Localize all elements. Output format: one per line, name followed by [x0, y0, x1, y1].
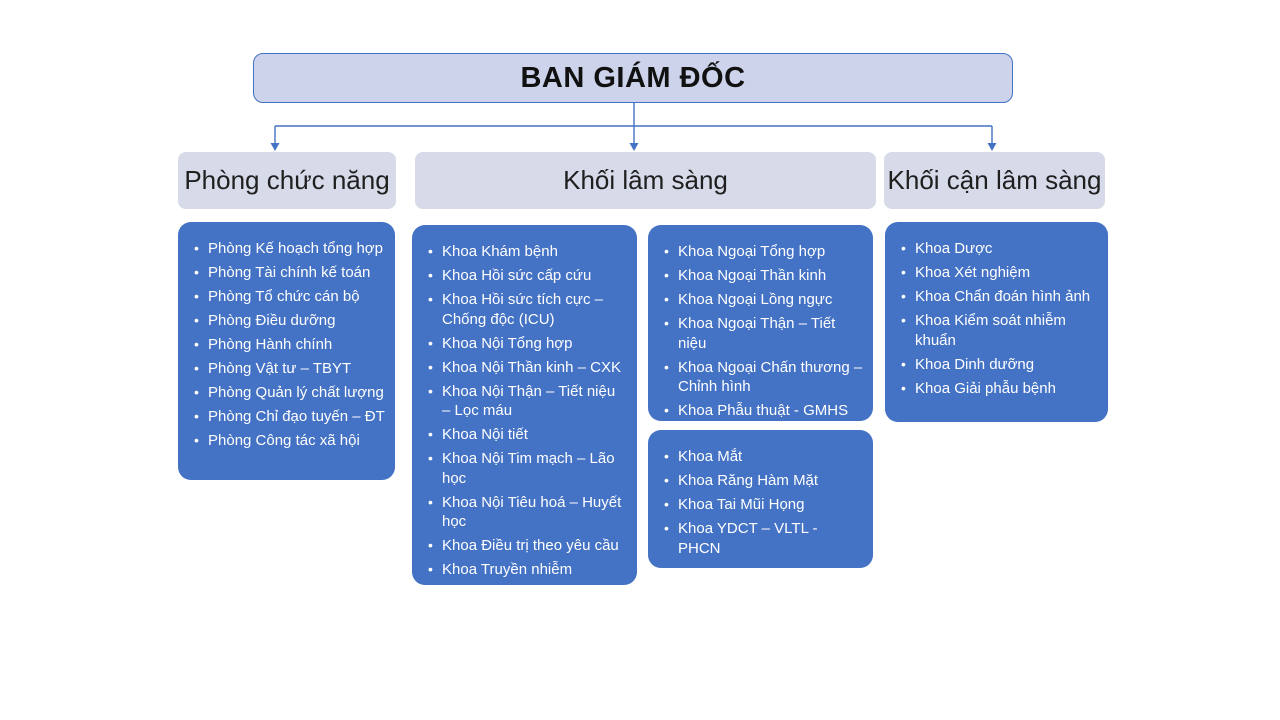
- list-item: Khoa Mắt: [662, 447, 863, 467]
- list-item: Khoa Tai Mũi Họng: [662, 495, 863, 515]
- list-item: Khoa YDCT – VLTL - PHCN: [662, 519, 863, 558]
- list-item: Khoa Nội Tiêu hoá – Huyết học: [426, 493, 627, 532]
- list-item: Khoa Nội Thận – Tiết niệu – Lọc máu: [426, 382, 627, 421]
- list-item: Khoa Xét nghiệm: [899, 263, 1098, 283]
- list-item: Khoa Điều trị theo yêu cầu: [426, 536, 627, 556]
- list-item: Khoa Hồi sức tích cực – Chống độc (ICU): [426, 290, 627, 329]
- list-item: Phòng Kế hoạch tổng hợp: [192, 239, 385, 259]
- dept-list: Khoa MắtKhoa Răng Hàm MặtKhoa Tai Mũi Họ…: [662, 447, 863, 558]
- list-item: Khoa Chẩn đoán hình ảnh: [899, 287, 1098, 307]
- dept-list-box-lam-sang-chuyen-khoa: Khoa MắtKhoa Răng Hàm MặtKhoa Tai Mũi Họ…: [648, 430, 873, 568]
- list-item: Phòng Tài chính kế toán: [192, 263, 385, 283]
- list-item: Khoa Khám bệnh: [426, 242, 627, 262]
- list-item: Phòng Hành chính: [192, 335, 385, 355]
- dept-list-box-lam-sang-ngoai: Khoa Ngoại Tổng hợpKhoa Ngoại Thần kinhK…: [648, 225, 873, 421]
- arrowhead-icon: [629, 143, 639, 151]
- list-item: Khoa Răng Hàm Mặt: [662, 471, 863, 491]
- list-item: Khoa Hồi sức cấp cứu: [426, 266, 627, 286]
- root-node-ban-giam-doc: BAN GIÁM ĐỐC: [253, 53, 1013, 103]
- list-item: Phòng Tổ chức cán bộ: [192, 287, 385, 307]
- list-item: Phòng Vật tư – TBYT: [192, 359, 385, 379]
- arrowhead-icon: [987, 143, 997, 151]
- dept-list: Phòng Kế hoạch tổng hợpPhòng Tài chính k…: [192, 239, 385, 451]
- arrowhead-icon: [270, 143, 280, 151]
- list-item: Khoa Nội tiết: [426, 425, 627, 445]
- list-item: Khoa Kiểm soát nhiễm khuẩn: [899, 311, 1098, 350]
- list-item: Khoa Ngoại Lồng ngực: [662, 290, 863, 310]
- list-item: Khoa Nội Tim mạch – Lão học: [426, 449, 627, 488]
- list-item: Khoa Phẫu thuật - GMHS: [662, 401, 863, 421]
- branch-header-label: Khối cận lâm sàng: [887, 165, 1102, 195]
- branch-header-khoi-lam-sang: Khối lâm sàng: [415, 152, 876, 209]
- dept-list-box-phong-chuc-nang: Phòng Kế hoạch tổng hợpPhòng Tài chính k…: [178, 222, 395, 480]
- list-item: Khoa Ngoại Thận – Tiết niệu: [662, 314, 863, 353]
- dept-list: Khoa DượcKhoa Xét nghiệmKhoa Chẩn đoán h…: [899, 239, 1098, 398]
- list-item: Khoa Ngoại Thần kinh: [662, 266, 863, 286]
- dept-list: Khoa Ngoại Tổng hợpKhoa Ngoại Thần kinhK…: [662, 242, 863, 421]
- list-item: Phòng Điều dưỡng: [192, 311, 385, 331]
- list-item: Khoa Dược: [899, 239, 1098, 259]
- list-item: Khoa Ngoại Chấn thương – Chỉnh hình: [662, 358, 863, 397]
- list-item: Khoa Dinh dưỡng: [899, 355, 1098, 375]
- branch-header-label: Khối lâm sàng: [563, 165, 728, 195]
- branch-header-phong-chuc-nang: Phòng chức năng: [178, 152, 396, 209]
- list-item: Phòng Chỉ đạo tuyến – ĐT: [192, 407, 385, 427]
- branch-header-label: Phòng chức năng: [184, 165, 390, 195]
- list-item: Khoa Giải phẫu bệnh: [899, 379, 1098, 399]
- list-item: Phòng Công tác xã hội: [192, 431, 385, 451]
- branch-header-khoi-can-lam-sang: Khối cận lâm sàng: [884, 152, 1105, 209]
- list-item: Khoa Truyền nhiễm: [426, 560, 627, 580]
- list-item: Khoa Nội Thần kinh – CXK: [426, 358, 627, 378]
- root-node-label: BAN GIÁM ĐỐC: [520, 61, 746, 94]
- list-item: Khoa Ngoại Tổng hợp: [662, 242, 863, 262]
- list-item: Phòng Quản lý chất lượng: [192, 383, 385, 403]
- dept-list-box-can-lam-sang: Khoa DượcKhoa Xét nghiệmKhoa Chẩn đoán h…: [885, 222, 1108, 422]
- dept-list: Khoa Khám bệnhKhoa Hồi sức cấp cứuKhoa H…: [426, 242, 627, 580]
- list-item: Khoa Nội Tổng hợp: [426, 334, 627, 354]
- dept-list-box-lam-sang-noi: Khoa Khám bệnhKhoa Hồi sức cấp cứuKhoa H…: [412, 225, 637, 585]
